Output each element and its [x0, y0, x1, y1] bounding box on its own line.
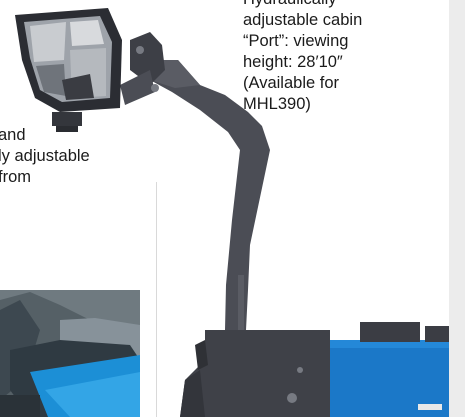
caption-line: adjustable cabin [243, 11, 363, 29]
hydraulic-cylinder [238, 275, 244, 355]
caption-line: ly adjustable [0, 147, 90, 165]
side-panel [449, 0, 465, 417]
caption-line: MHL390) [243, 95, 311, 113]
caption-line: “Port”: viewing [243, 32, 349, 50]
caption-line: (Available for [243, 74, 339, 92]
caption-line: from [0, 168, 31, 186]
caption-line: Hydraulically [243, 0, 362, 10]
caption-line: height: 28′10″ [243, 53, 343, 71]
boom-arm [150, 60, 270, 340]
column-divider [156, 182, 157, 417]
cabin-arm [130, 32, 165, 85]
caption-left-cabin: and ly adjustable from [0, 125, 90, 188]
caption-line: and [0, 126, 26, 144]
caption-port-cabin: Hydraulicallyadjustable cabin “Port”: vie… [243, 0, 363, 115]
